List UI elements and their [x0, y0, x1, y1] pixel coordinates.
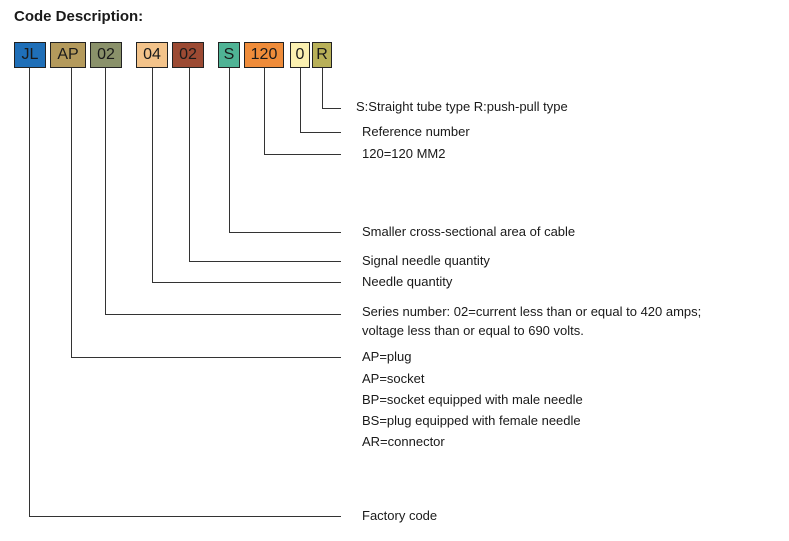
connector-line — [29, 516, 341, 517]
connector-line — [105, 314, 341, 315]
code-box-needle-qty: 04 — [136, 42, 168, 68]
code-box-area: 120 — [244, 42, 284, 68]
code-box-factory: JL — [14, 42, 46, 68]
code-box-tube-type: R — [312, 42, 332, 68]
label-tube-type: S:Straight tube type R:push-pull type — [356, 99, 568, 114]
code-box-signal-needle-qty: 02 — [172, 42, 204, 68]
connector-line — [300, 68, 301, 132]
connector-line — [152, 68, 153, 282]
label-factory-code: Factory code — [362, 508, 438, 523]
connector-line — [71, 357, 341, 358]
label-smaller-area: Smaller cross-sectional area of cable — [362, 224, 576, 239]
connector-line — [229, 68, 230, 232]
label-needle-qty: Needle quantity — [362, 274, 453, 289]
label-plug-type-5: AR=connector — [362, 434, 445, 449]
connector-line — [322, 108, 341, 109]
label-series-line-1: Series number: 02=current less than or e… — [362, 304, 702, 319]
code-box-smaller-area: S — [218, 42, 240, 68]
page-title: Code Description: — [14, 8, 144, 25]
connector-line — [152, 282, 341, 283]
code-box-series: 02 — [90, 42, 122, 68]
label-reference-number: Reference number — [362, 124, 470, 139]
label-plug-type-2: AP=socket — [362, 371, 425, 386]
label-plug-type-1: AP=plug — [362, 349, 412, 364]
connector-line — [71, 68, 72, 357]
connector-line — [229, 232, 341, 233]
label-series-line-2: voltage less than or equal to 690 volts. — [362, 323, 584, 338]
label-area: 120=120 MM2 — [362, 146, 446, 161]
connector-line — [29, 68, 30, 516]
label-signal-needle-qty: Signal needle quantity — [362, 253, 490, 268]
connector-line — [264, 68, 265, 154]
label-plug-type-4: BS=plug equipped with female needle — [362, 413, 581, 428]
connector-line — [322, 68, 323, 108]
connector-line — [300, 132, 341, 133]
code-box-plug-type: AP — [50, 42, 86, 68]
connector-line — [264, 154, 341, 155]
connector-line — [189, 68, 190, 261]
label-plug-type-3: BP=socket equipped with male needle — [362, 392, 583, 407]
connector-line — [189, 261, 341, 262]
code-box-reference: 0 — [290, 42, 310, 68]
connector-line — [105, 68, 106, 314]
